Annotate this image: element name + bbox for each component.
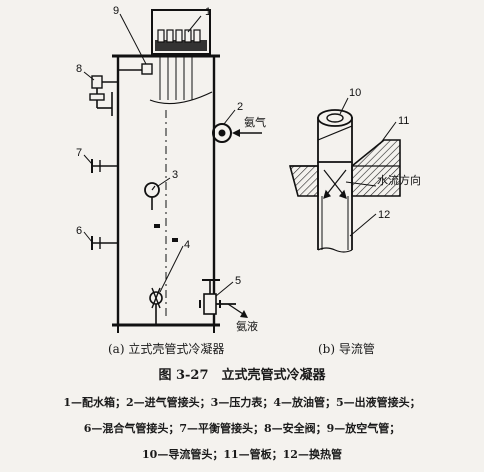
legend-line-3: 10—导流管头；11—管板；12—换热管	[142, 448, 342, 461]
callout-5: 5	[235, 275, 241, 287]
ammonia-liquid-arrow-icon	[227, 303, 248, 318]
balance-pipe-connector	[91, 159, 118, 173]
ammonia-gas-label: 氨气	[244, 115, 266, 129]
tube-plate	[288, 139, 401, 197]
legend-line-2: 6—混合气管接头；7—平衡管接头；8—安全阀；9—放空气管；	[83, 422, 401, 435]
callout-10: 10	[349, 87, 361, 99]
legend-line-1: 1—配水箱；2—进气管接头；3—压力表；4—放油管；5—出液管接头；	[63, 396, 421, 409]
caption-a: (a) 立式壳管式冷凝器	[108, 342, 225, 356]
water-flow-arrows-icon	[323, 169, 347, 199]
callout-11: 11	[398, 115, 409, 127]
air-vent-pipe	[118, 63, 153, 75]
safety-valve	[89, 75, 118, 116]
shell-body	[112, 54, 220, 333]
gas-inlet-connector	[212, 123, 232, 143]
callout-1: 1	[205, 6, 211, 18]
callout-8: 8	[76, 63, 82, 75]
callout-7: 7	[76, 147, 82, 159]
callout-2: 2	[237, 101, 243, 113]
mixed-gas-connector	[91, 236, 118, 250]
caption-b: (b) 导流管	[318, 342, 375, 356]
ammonia-liquid-label: 氨液	[236, 319, 258, 333]
figure-title: 图 3-27 立式壳管式冷凝器	[158, 368, 326, 383]
callout-9: 9	[113, 5, 119, 17]
callout-3: 3	[172, 169, 178, 181]
callout-12: 12	[378, 209, 390, 221]
condenser-diagram: 1 2 3 4 5 6 7 8 9 氨气 氨液	[76, 5, 266, 333]
oil-drain-valve	[149, 287, 163, 325]
water-flow-label: 水流方向	[377, 173, 421, 187]
liquid-outlet-valve	[199, 279, 236, 315]
guide-tube-head	[317, 109, 353, 163]
heat-exchange-tube	[317, 162, 353, 253]
water-distribution-box	[151, 9, 211, 55]
callout-6: 6	[76, 225, 82, 237]
figure-drawing: 1 2 3 4 5 6 7 8 9 氨气 氨液	[76, 5, 421, 333]
pressure-gauge	[144, 182, 160, 210]
callout-4: 4	[184, 239, 190, 251]
ammonia-gas-arrow-icon	[232, 129, 262, 137]
guide-tube-diagram: 10 11 12 水流方向	[288, 87, 421, 253]
